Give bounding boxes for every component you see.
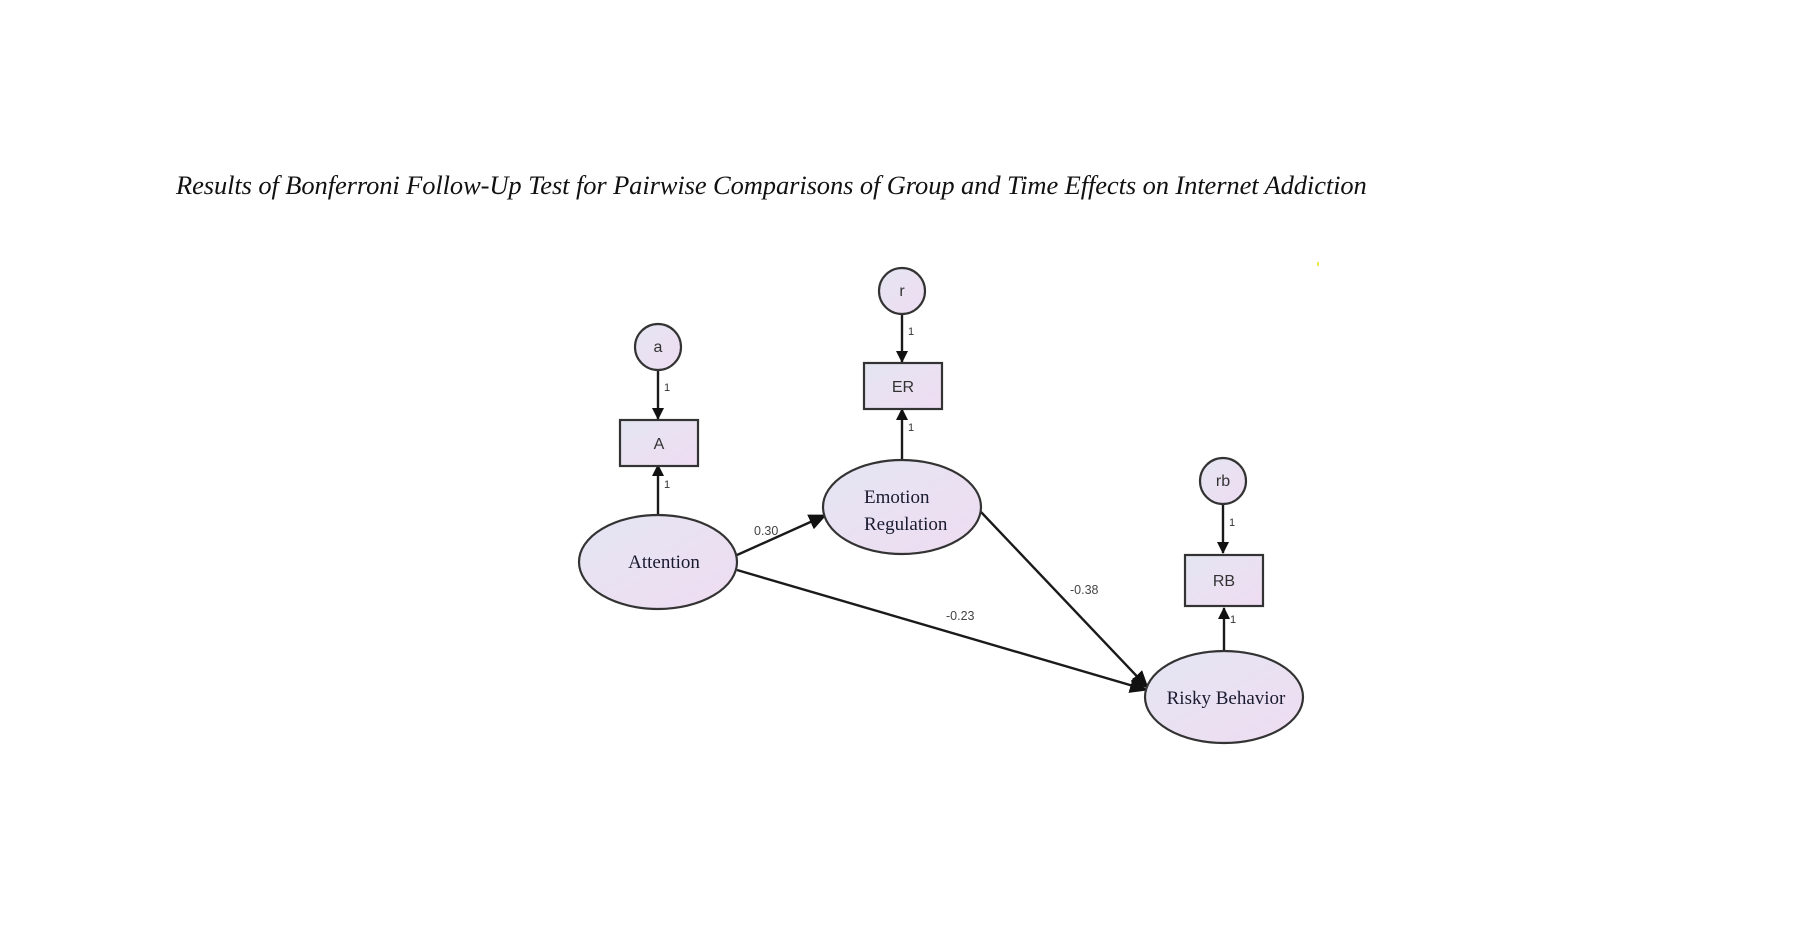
figure-caption: Results of Bonferroni Follow-Up Test for… [176, 170, 1367, 200]
yellow-speck [1317, 262, 1319, 266]
latent-label-risky-behavior: Risky Behavior [1167, 688, 1286, 709]
latent-node-emotion-regulation: Emotion Regulation [821, 458, 983, 556]
error-node-rb: rb [1198, 456, 1248, 506]
coef-er-rb: -0.38 [1070, 583, 1099, 597]
loading-attention-to-A: 1 [664, 479, 670, 491]
error-label-rb: rb [1216, 473, 1230, 490]
latent-label-regulation: Regulation [864, 514, 948, 535]
observed-label-ER: ER [892, 379, 914, 396]
observed-label-A: A [654, 436, 665, 453]
error-label-a: a [654, 339, 663, 356]
loading-r-to-ER: 1 [908, 326, 914, 338]
observed-label-RB: RB [1213, 573, 1235, 590]
observed-node-ER: ER [862, 361, 944, 411]
observed-node-A: A [618, 418, 700, 468]
loading-rblatent-to-RB: 1 [1230, 614, 1236, 626]
path-attention-to-risky-behavior [736, 568, 1148, 693]
latent-node-risky-behavior: Risky Behavior [1143, 649, 1305, 745]
path-emotion-regulation-to-risky-behavior [980, 511, 1149, 689]
loading-a-to-A: 1 [664, 382, 670, 394]
latent-node-attention: Attention [577, 513, 739, 611]
loading-rb-to-RB: 1 [1229, 517, 1235, 529]
coef-attention-er: 0.30 [754, 524, 778, 538]
loading-er-to-ER: 1 [908, 422, 914, 434]
error-node-a: a [633, 322, 683, 372]
coef-attention-rb: -0.23 [946, 609, 975, 623]
latent-label-attention: Attention [628, 552, 700, 573]
error-label-r: r [899, 283, 905, 300]
observed-node-RB: RB [1183, 553, 1265, 608]
latent-label-emotion: Emotion [864, 487, 930, 508]
path-attention-to-emotion-regulation [736, 513, 827, 557]
error-node-r: r [877, 266, 927, 316]
